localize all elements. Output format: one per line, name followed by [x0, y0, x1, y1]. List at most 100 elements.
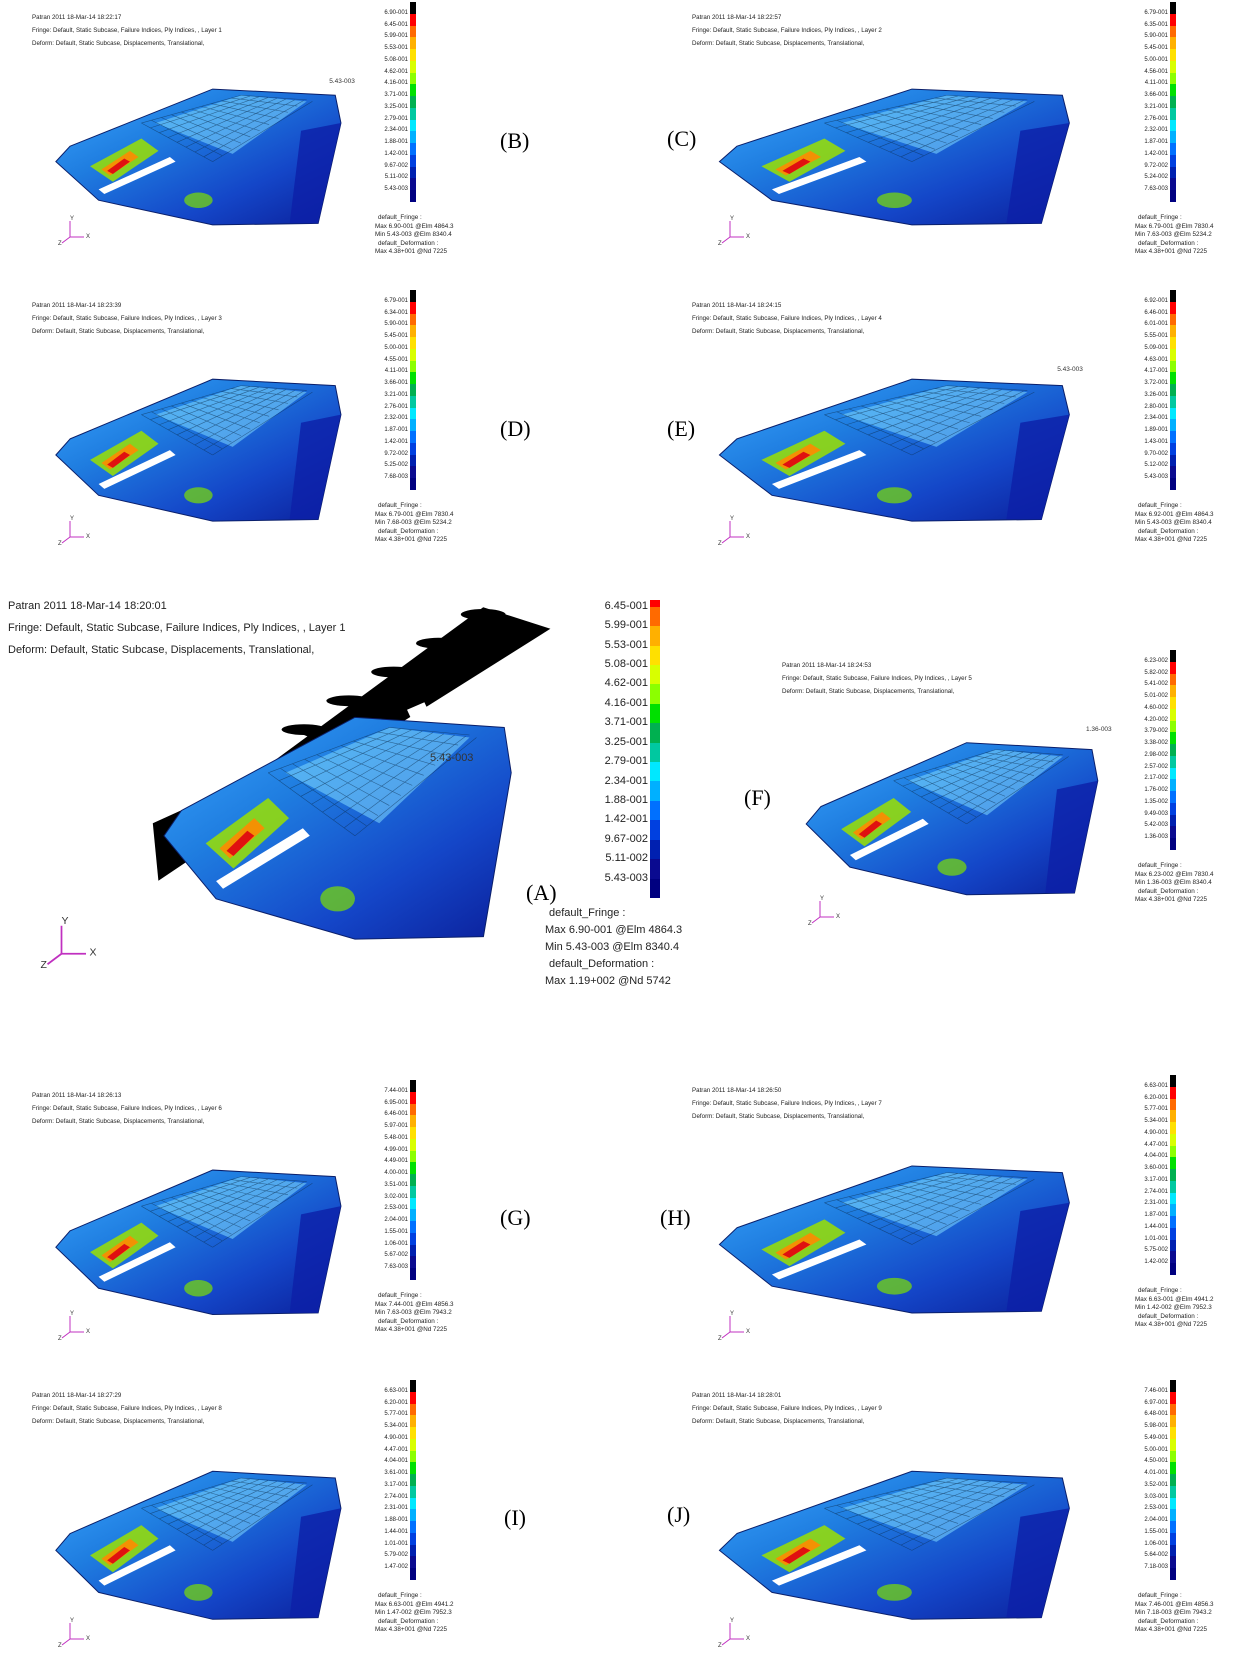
color-scale-segment	[1170, 478, 1176, 490]
scale-tick-label: 1.87-001	[1144, 1212, 1168, 1219]
scale-tick-label: 5.99-001	[604, 619, 648, 632]
fringe-summary-line: Max 4.38+001 @Nd 7225	[1135, 248, 1208, 255]
color-scale-segment	[1170, 2, 1176, 14]
color-scale-segment	[410, 25, 416, 38]
header-line: Deform: Default, Static Subcase, Displac…	[8, 644, 315, 656]
fringe-summary-line: Max 6.63-001 @Elm 4941.2	[375, 1600, 454, 1608]
color-scale-segment	[1170, 1509, 1176, 1521]
fringe-summary-line: default_Deformation :	[378, 1617, 439, 1625]
axis-triad-icon: YXZ	[808, 896, 840, 927]
scale-tick-label: 5.34-001	[384, 1423, 408, 1430]
scale-tick-label: 9.67-002	[604, 832, 648, 845]
scale-tick-label: 1.42-001	[384, 438, 408, 445]
axis-triad-icon: YXZ	[58, 1311, 90, 1342]
fringe-summary: default_Fringe :Max 7.44-001 @Elm 4856.3…	[375, 1292, 454, 1335]
color-scale-segment	[410, 1521, 416, 1533]
scale-tick-label: 4.55-001	[384, 356, 408, 363]
scale-tick-label: 2.34-001	[604, 774, 648, 787]
header-line: Fringe: Default, Static Subcase, Failure…	[32, 27, 222, 34]
panel-label-g: (G)	[500, 1205, 531, 1230]
axis-triad-icon: YXZ	[718, 1618, 750, 1649]
scale-tick-label: 3.66-001	[384, 380, 408, 387]
scale-tick-label: 5.53-001	[604, 638, 648, 651]
axis-label-z: Z	[718, 1336, 722, 1342]
header-line: Deform: Default, Static Subcase, Displac…	[692, 1113, 865, 1120]
axis-label-z: Z	[41, 959, 48, 971]
fringe-summary-line: Max 4.38+001 @Nd 7225	[1135, 536, 1208, 543]
color-scale-segment	[650, 626, 660, 646]
color-scale-segment	[410, 372, 416, 384]
color-scale-segment	[1170, 166, 1176, 179]
fringe-summary-line: Min 5.43-003 @Elm 8340.4	[545, 941, 680, 954]
color-scale-segment	[1170, 1098, 1176, 1111]
color-scale-segment	[1170, 395, 1176, 408]
scale-tick-label: 1.44-001	[1144, 1223, 1168, 1230]
wing-contour-plot	[718, 1155, 1070, 1314]
color-scale-segment	[1170, 25, 1176, 38]
color-scale-segment	[1170, 1110, 1176, 1122]
scale-tick-label: 1.06-001	[384, 1240, 408, 1247]
scale-tick-label: 2.53-001	[1144, 1505, 1168, 1512]
scale-tick-label: 2.31-001	[1144, 1200, 1168, 1207]
color-scale-segment	[410, 96, 416, 108]
fringe-summary-line: Min 5.43-003 @Elm 8340.4	[375, 231, 452, 238]
color-scale-segment	[650, 820, 660, 840]
scale-tick-label: 5.25-002	[384, 462, 408, 469]
fringe-summary-line: default_Deformation :	[549, 958, 655, 971]
fringe-summary-line: default_Fringe :	[378, 1292, 422, 1299]
color-scale-segment	[410, 60, 416, 73]
color-scale-segment	[1170, 1157, 1176, 1169]
scale-tick-label: 2.32-001	[384, 415, 408, 422]
scale-tick-label: 5.01-002	[1144, 693, 1168, 700]
header-line: Patran 2011 18-Mar-14 18:27:29	[32, 1392, 122, 1399]
wing-contour-plot	[55, 79, 342, 226]
color-scale-segment	[410, 107, 416, 120]
scale-tick-label: 1.47-002	[384, 1564, 408, 1571]
color-scale-segment	[410, 1438, 416, 1451]
color-scale-segment	[1170, 1251, 1176, 1263]
color-scale-segment	[410, 1391, 416, 1404]
axis-label-x: X	[746, 1329, 750, 1335]
scale-tick-label: 1.88-001	[604, 793, 648, 806]
fringe-summary: default_Fringe :Max 6.90-001 @Elm 4864.3…	[375, 214, 454, 257]
color-scale-segment	[410, 1462, 416, 1474]
color-scale-segment	[1170, 1521, 1176, 1533]
fringe-summary-line: default_Fringe :	[1138, 502, 1182, 509]
axis-label-z: Z	[808, 921, 812, 927]
scale-tick-label: 4.04-001	[384, 1458, 408, 1465]
node-marker-label: 1.36-003	[1086, 726, 1112, 733]
axis-label-z: Z	[58, 1336, 62, 1342]
color-scale-segment	[410, 131, 416, 143]
color-scale-bar: 6.90-0016.45-0015.99-0015.53-0015.08-001…	[605, 600, 660, 898]
color-scale-segment	[1170, 838, 1176, 850]
color-scale-segment	[1170, 767, 1176, 780]
scale-tick-label: 1.55-001	[384, 1228, 408, 1235]
color-scale-segment	[410, 166, 416, 179]
color-scale-segment	[410, 1474, 416, 1486]
wing-contour-plot	[55, 369, 342, 522]
scale-tick-label: 2.80-001	[1144, 403, 1168, 410]
color-scale-segment	[410, 1174, 416, 1186]
color-scale-segment	[1170, 1192, 1176, 1205]
color-scale-segment	[1170, 1145, 1176, 1158]
scale-tick-label: 6.63-001	[1144, 1082, 1168, 1089]
scale-tick-label: 3.17-001	[1144, 1176, 1168, 1183]
scale-tick-label: 1.55-001	[1144, 1528, 1168, 1535]
scale-tick-label: 3.03-001	[1144, 1493, 1168, 1500]
color-scale-segment	[410, 1115, 416, 1127]
scale-tick-label: 5.08-001	[604, 658, 648, 671]
color-scale-segment	[410, 1185, 416, 1198]
panel-label-i: (I)	[504, 1505, 526, 1530]
color-scale-segment	[410, 325, 416, 337]
scale-tick-label: 4.99-001	[384, 1146, 408, 1153]
scale-tick-label: 4.63-001	[1144, 356, 1168, 363]
panel-label-a: (A)	[526, 880, 557, 905]
axis-label-x: X	[746, 1636, 750, 1642]
scale-tick-label: 1.01-001	[384, 1540, 408, 1547]
